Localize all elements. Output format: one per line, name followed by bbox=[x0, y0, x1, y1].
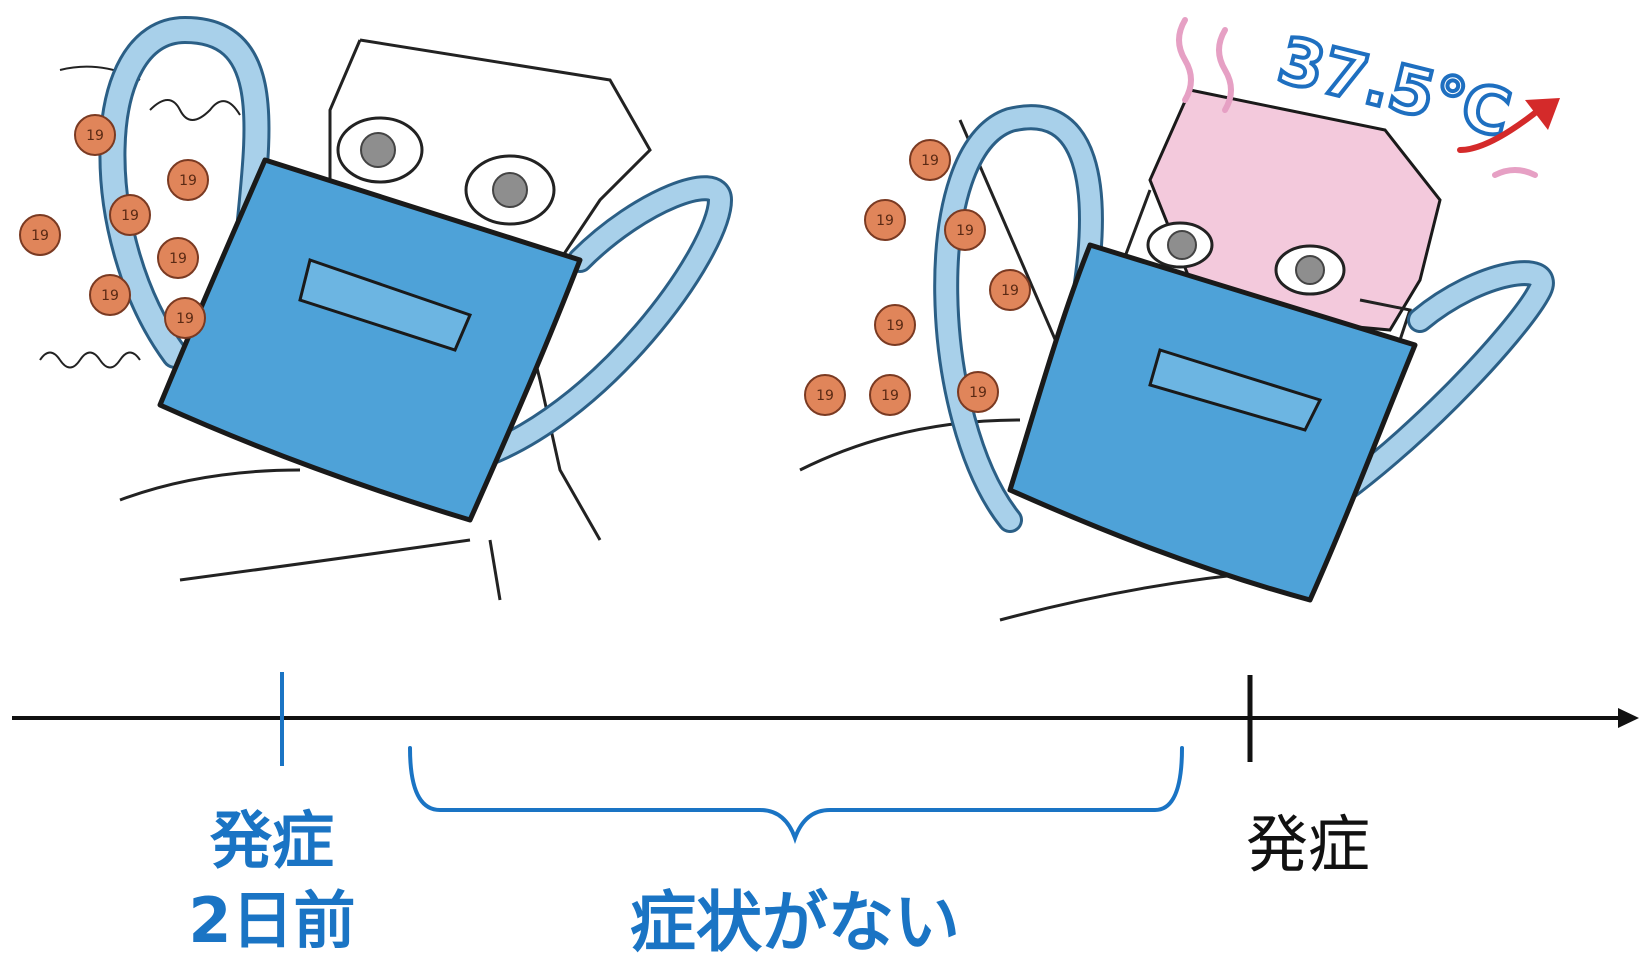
heat-wave-icon bbox=[1492, 167, 1538, 178]
heat-wave-icon bbox=[1176, 17, 1194, 103]
svg-text:19: 19 bbox=[816, 388, 834, 404]
svg-text:19: 19 bbox=[1001, 283, 1019, 299]
svg-text:19: 19 bbox=[969, 385, 987, 401]
svg-text:19: 19 bbox=[121, 208, 139, 224]
svg-text:19: 19 bbox=[876, 213, 894, 229]
pre-onset-label-line2: 2日前 bbox=[188, 884, 355, 957]
onset-label: 発症 bbox=[1246, 808, 1370, 881]
svg-text:19: 19 bbox=[86, 128, 104, 144]
right-mask-icon bbox=[1007, 242, 1418, 603]
timeline-arrow-icon bbox=[1618, 708, 1639, 728]
heat-wave-icon bbox=[1216, 27, 1234, 113]
svg-text:19: 19 bbox=[176, 311, 194, 327]
svg-text:19: 19 bbox=[31, 228, 49, 244]
svg-text:19: 19 bbox=[881, 388, 899, 404]
svg-text:19: 19 bbox=[101, 288, 119, 304]
asymptomatic-label: 症状がない bbox=[630, 884, 960, 961]
svg-text:19: 19 bbox=[886, 318, 904, 334]
svg-text:19: 19 bbox=[956, 223, 974, 239]
rising-arrow-icon bbox=[1457, 102, 1548, 153]
left-person-illustration: 19 19 19 19 19 19 bbox=[19, 15, 734, 601]
svg-text:19: 19 bbox=[179, 173, 197, 189]
cold-towel-icon bbox=[1148, 88, 1442, 332]
timeline: 発症 2日前 症状がない 発症 bbox=[12, 672, 1639, 961]
left-mask-icon bbox=[157, 157, 583, 523]
asymptomatic-brace bbox=[408, 746, 1184, 844]
virus-cluster-right: 19 19 19 19 19 19 bbox=[804, 139, 1031, 416]
right-person-illustration: 19 19 19 19 19 19 bbox=[799, 17, 1560, 622]
svg-text:19: 19 bbox=[921, 153, 939, 169]
pre-onset-label-line1: 発症 bbox=[210, 804, 334, 877]
svg-text:19: 19 bbox=[169, 251, 187, 267]
virus-cluster-left: 19 19 19 19 19 19 bbox=[19, 114, 209, 339]
